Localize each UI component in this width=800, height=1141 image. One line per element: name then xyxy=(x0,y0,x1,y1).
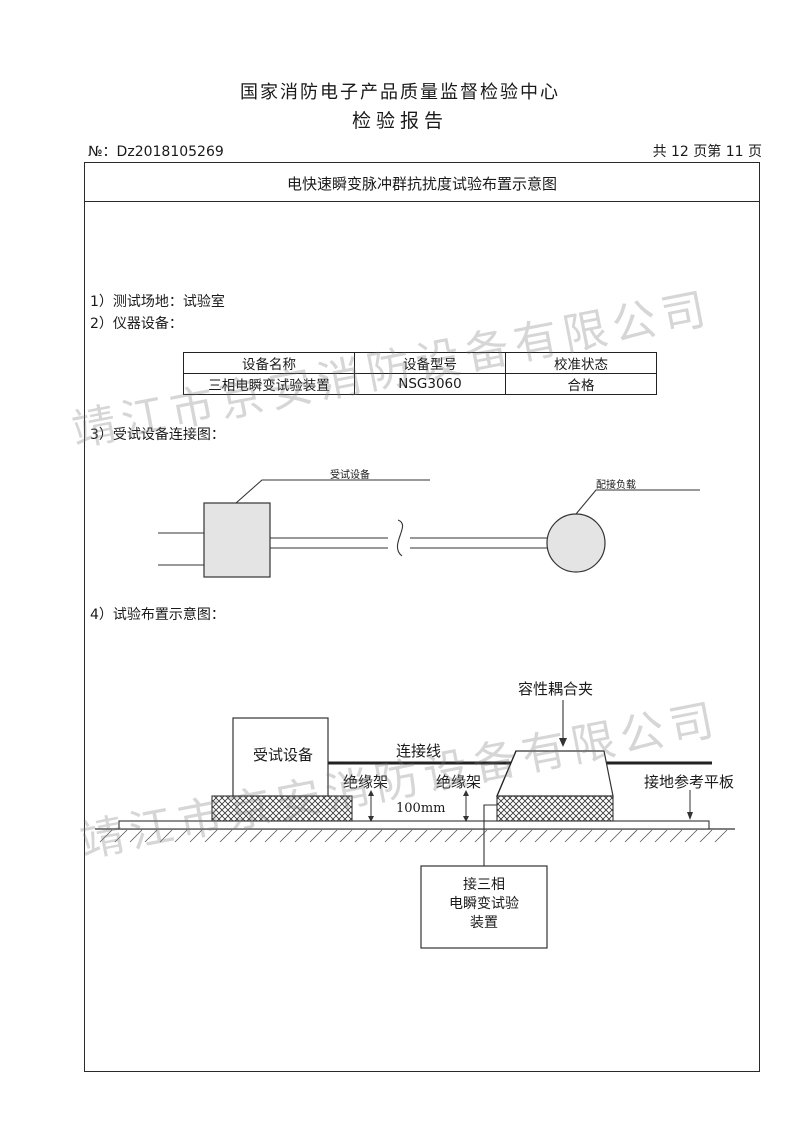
section-title: 电快速瞬变脉冲群抗扰度试验布置示意图 xyxy=(286,175,557,193)
org-name: 国家消防电子产品质量监督检验中心 xyxy=(240,82,560,103)
height-label: 100mm xyxy=(396,801,446,816)
ground-plate xyxy=(118,820,710,830)
generator-label: 接三相 电瞬变试验 装置 xyxy=(421,876,547,933)
title-row xyxy=(84,162,760,202)
item-layout: 4）试验布置示意图： xyxy=(90,607,225,623)
load-label: 配接负载 xyxy=(596,480,636,491)
eut-box xyxy=(203,502,271,578)
generator-line-2: 电瞬变试验 xyxy=(449,896,519,912)
generator-line xyxy=(483,804,497,866)
report-number: №：Dz2018105269 xyxy=(88,144,224,160)
insulator-label-2: 绝缘架 xyxy=(436,773,482,791)
item-test-site: 1）测试场地：试验室 xyxy=(90,294,225,310)
generator-line-3: 装置 xyxy=(470,915,498,931)
item-connection: 3）受试设备连接图： xyxy=(90,427,225,443)
eut-leader-line xyxy=(235,479,430,504)
ground-hatching xyxy=(99,829,728,843)
insulator-label-1: 绝缘架 xyxy=(343,773,389,791)
table-cell: 合格 xyxy=(505,373,657,395)
generator-line-1: 接三相 xyxy=(463,877,505,893)
page-info: 共 12 页第 11 页 xyxy=(652,144,762,160)
eut-label: 受试设备 xyxy=(330,470,370,481)
table-header-cell: 校准状态 xyxy=(505,352,657,374)
load-leader-line xyxy=(575,489,700,515)
insulator-right xyxy=(496,795,614,822)
equipment-table: 设备名称 设备型号 校准状态 三相电瞬变试验装置 NSG3060 合格 xyxy=(183,352,657,395)
content-frame xyxy=(84,162,760,1072)
generator-box xyxy=(420,865,548,949)
table-cell: 三相电瞬变试验装置 xyxy=(183,373,355,395)
table-cell: NSG3060 xyxy=(354,373,506,395)
cable-label: 连接线 xyxy=(396,742,442,760)
table-row: 三相电瞬变试验装置 NSG3060 合格 xyxy=(183,373,657,395)
coupler-label: 容性耦合夹 xyxy=(518,680,594,698)
document-type: 检验报告 xyxy=(351,110,448,132)
table-header-row: 设备名称 设备型号 校准状态 xyxy=(183,352,657,374)
eut-box-layout xyxy=(232,717,329,797)
table-header-cell: 设备型号 xyxy=(354,352,506,374)
eut-layout-label: 受试设备 xyxy=(253,746,314,764)
line-break-symbol xyxy=(396,519,404,557)
item-instruments: 2）仪器设备： xyxy=(90,316,183,332)
insulator-left xyxy=(211,795,353,822)
ground-plate-label: 接地参考平板 xyxy=(644,773,735,791)
